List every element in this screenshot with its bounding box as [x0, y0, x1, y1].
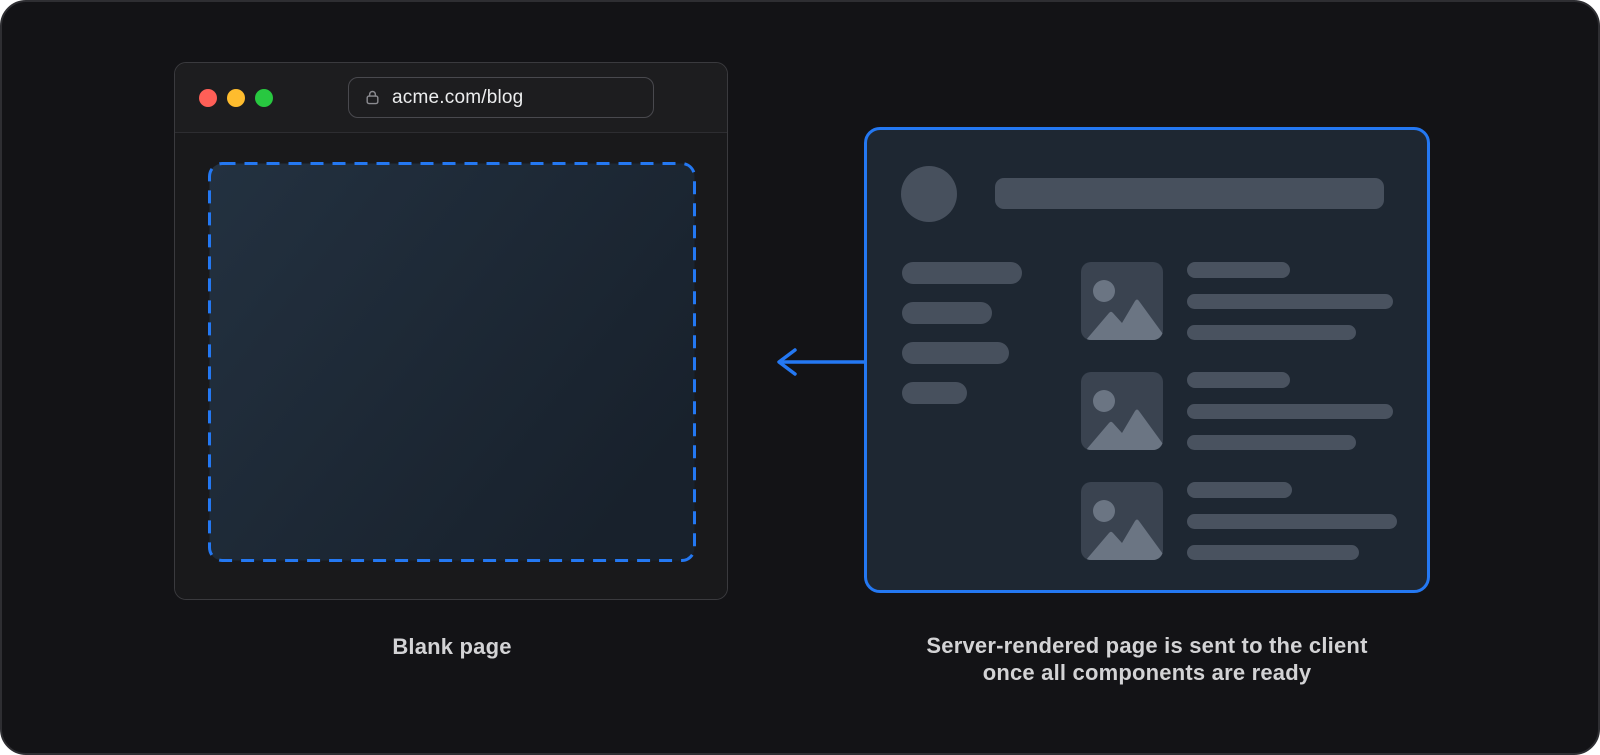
- close-window-icon: [199, 89, 217, 107]
- url-bar: acme.com/blog: [348, 77, 654, 118]
- text-line-skeleton: [1187, 435, 1356, 450]
- article-text-skeleton: [1187, 262, 1393, 340]
- article-row-skeleton: [1081, 372, 1397, 450]
- image-placeholder-icon: [1081, 372, 1163, 450]
- article-row-skeleton: [1081, 262, 1397, 340]
- sidebar-bar-skeleton: [902, 262, 1022, 284]
- browser-window: acme.com/blog: [174, 62, 728, 600]
- server-caption-line-2: once all components are ready: [982, 660, 1312, 685]
- transfer-arrow-icon: [777, 348, 866, 376]
- text-line-skeleton: [1187, 372, 1290, 388]
- avatar-skeleton: [901, 166, 957, 222]
- sidebar-bar-skeleton: [902, 302, 992, 324]
- url-text: acme.com/blog: [392, 86, 524, 108]
- text-line-skeleton: [1187, 482, 1292, 498]
- lock-icon: [366, 90, 379, 105]
- server-caption-line-1: Server-rendered page is sent to the clie…: [926, 633, 1368, 658]
- sidebar-skeleton: [902, 262, 1022, 404]
- server-rendered-page: [864, 127, 1430, 593]
- text-line-skeleton: [1187, 514, 1397, 529]
- minimize-window-icon: [227, 89, 245, 107]
- sidebar-bar-skeleton: [902, 342, 1009, 364]
- browser-caption: Blank page: [392, 634, 512, 659]
- zoom-window-icon: [255, 89, 273, 107]
- header-bar-skeleton: [995, 178, 1384, 209]
- article-row-skeleton: [1081, 482, 1397, 560]
- image-placeholder-icon: [1081, 482, 1163, 560]
- text-line-skeleton: [1187, 404, 1393, 419]
- text-line-skeleton: [1187, 325, 1356, 340]
- article-text-skeleton: [1187, 482, 1397, 560]
- article-text-skeleton: [1187, 372, 1393, 450]
- sidebar-bar-skeleton: [902, 382, 967, 404]
- text-line-skeleton: [1187, 294, 1393, 309]
- text-line-skeleton: [1187, 262, 1290, 278]
- text-line-skeleton: [1187, 545, 1359, 560]
- articles-skeleton: [1081, 262, 1397, 560]
- server-caption: Server-rendered page is sent to the clie…: [837, 632, 1457, 686]
- blank-content-placeholder: [208, 162, 696, 562]
- traffic-lights: [199, 89, 273, 107]
- browser-viewport: [175, 133, 727, 599]
- browser-toolbar: acme.com/blog: [175, 63, 727, 133]
- image-placeholder-icon: [1081, 262, 1163, 340]
